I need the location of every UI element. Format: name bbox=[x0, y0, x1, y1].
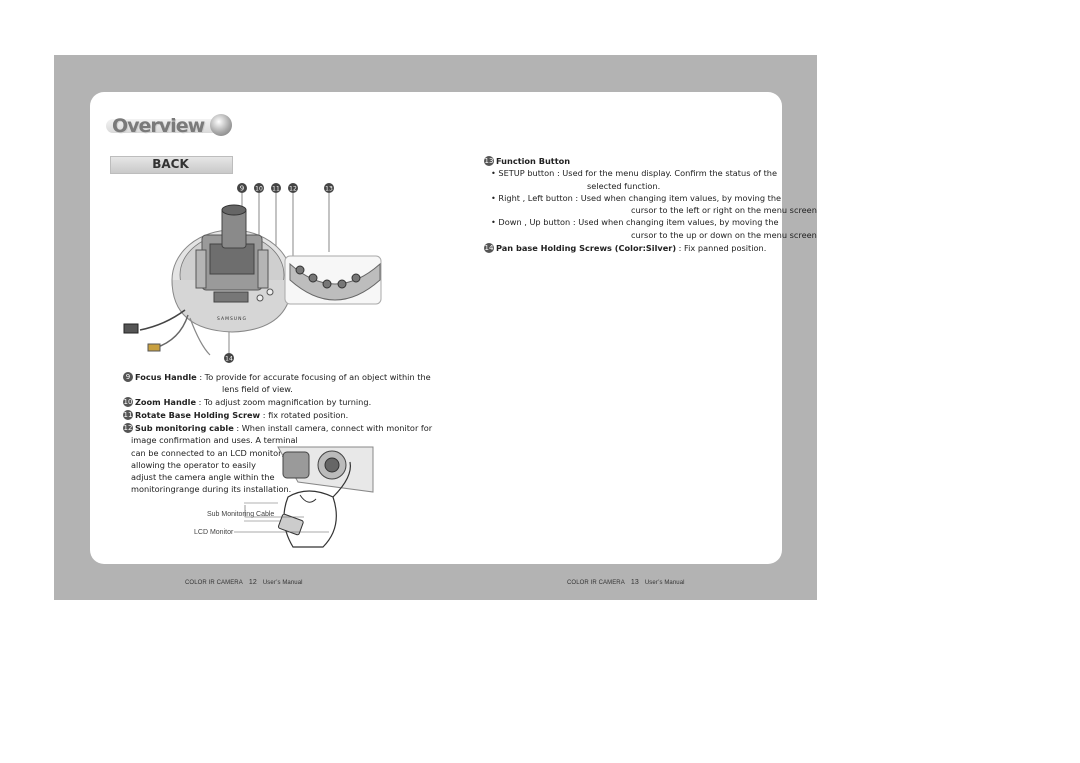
caption-sub-monitoring-cable: Sub Monitoring Cable bbox=[207, 511, 275, 518]
caption-lcd-monitor: LCD Monitor bbox=[194, 529, 234, 536]
section-title: BACK bbox=[152, 157, 189, 171]
page-title: Overview bbox=[112, 115, 205, 137]
callout-14: 14 bbox=[224, 353, 234, 363]
section-bar bbox=[110, 156, 233, 174]
svg-text:14: 14 bbox=[225, 356, 233, 363]
callout-10: 10 bbox=[254, 183, 264, 193]
caption-leader-lines bbox=[234, 505, 329, 533]
callout-9: 9 bbox=[237, 183, 247, 193]
title-underline bbox=[106, 119, 226, 133]
callout-13: 13 bbox=[324, 183, 334, 193]
svg-text:10: 10 bbox=[255, 186, 263, 193]
svg-text:12: 12 bbox=[289, 186, 297, 193]
title-orb-icon bbox=[210, 114, 232, 136]
camera-back-diagram: 9 10 11 12 13 14 SAMSUNG bbox=[123, 183, 382, 363]
callout-12: 12 bbox=[288, 183, 298, 193]
svg-text:11: 11 bbox=[272, 186, 280, 193]
callout-11: 11 bbox=[271, 183, 281, 193]
svg-text:9: 9 bbox=[240, 185, 244, 193]
svg-text:SAMSUNG: SAMSUNG bbox=[217, 316, 247, 322]
svg-text:13: 13 bbox=[325, 186, 333, 193]
page-spread: Overview BACK 9 10 11 12 13 14 bbox=[54, 55, 817, 600]
installation-illustration bbox=[244, 446, 374, 548]
